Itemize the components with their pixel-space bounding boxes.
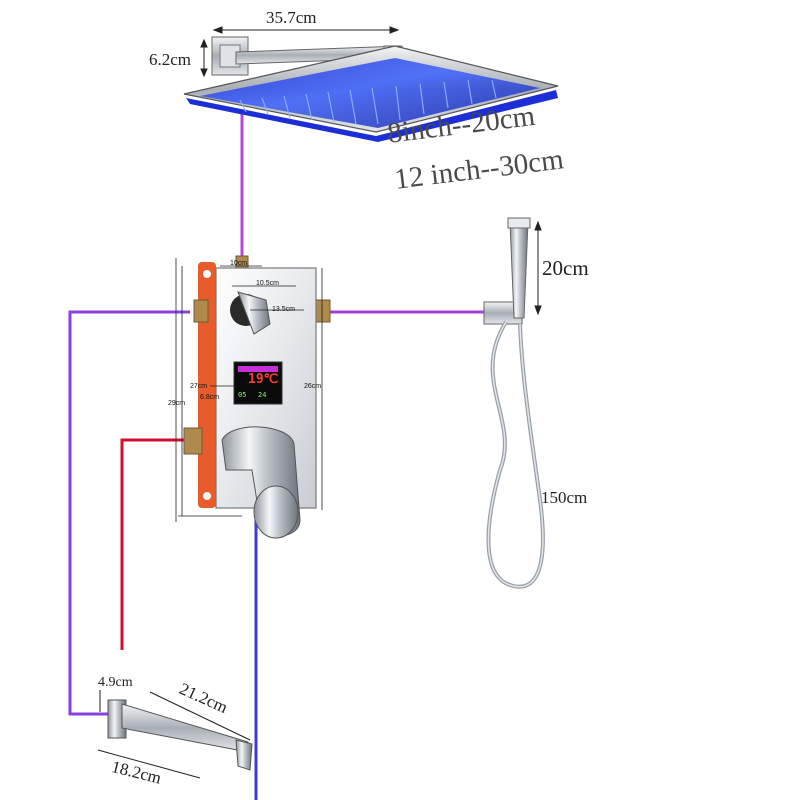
arm-length-label: 35.7cm [266, 8, 317, 27]
display-readout-left: 05 [238, 391, 247, 399]
mixing-valve [175, 255, 331, 539]
display-temperature: 19℃ [248, 372, 279, 387]
hand-shower-length-label: 20cm [542, 256, 589, 280]
valve-top-width-label: 10cm [230, 260, 248, 267]
spout-height-label: 4.9cm [98, 675, 133, 690]
pipe-hot-inlet [120, 438, 186, 650]
dimension-lines [97, 26, 542, 779]
valve-knob-span-label: 13.5cm [272, 306, 295, 313]
spout-arm [121, 703, 249, 753]
valve-outer-height-label: 29cm [168, 400, 186, 407]
shower-hose [486, 320, 545, 589]
valve-inner-height-label: 27cm [190, 383, 208, 390]
valve-panel-offset-label: 6.8cm [200, 394, 220, 401]
hose-length-label: 150cm [541, 488, 588, 507]
shower-head-led-face [186, 90, 558, 142]
pipes [68, 110, 488, 800]
arm-base-label: 6.2cm [149, 50, 192, 69]
display-readout-right: 24 [258, 391, 267, 399]
rain-shower-head [183, 36, 559, 142]
pipe-left-to-spout [68, 310, 190, 716]
valve-right-height-label: 26cm [304, 383, 322, 390]
tub-spout [107, 699, 253, 771]
valve-inner-width-label: 10.5cm [256, 280, 279, 287]
hand-shower [483, 217, 545, 589]
